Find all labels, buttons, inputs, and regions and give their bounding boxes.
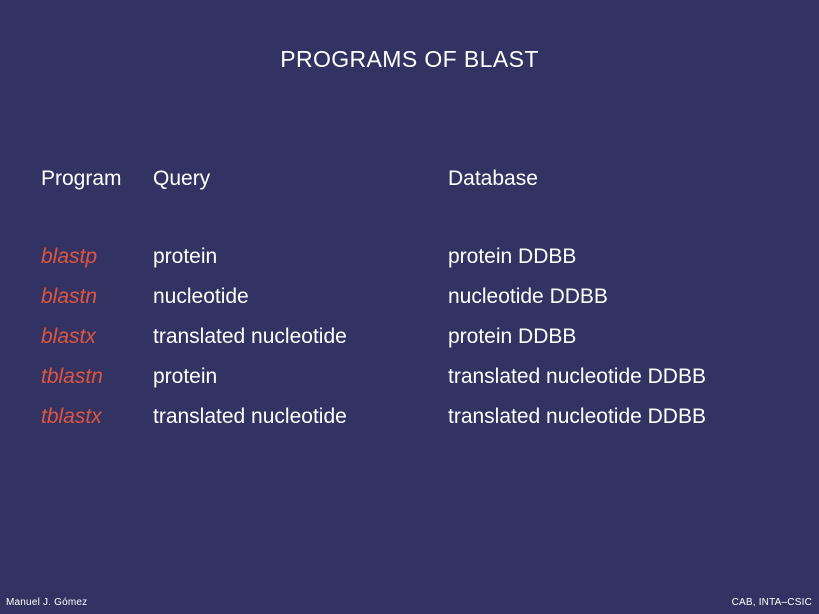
query-type: nucleotide [153, 285, 249, 308]
query-type: protein [153, 245, 218, 268]
database-type: nucleotide DDBB [448, 285, 608, 308]
query-type: translated nucleotide [153, 405, 347, 428]
database-type: translated nucleotide DDBB [448, 405, 706, 428]
table-row: tblastx translated nucleotide translated… [0, 402, 819, 442]
footer-author: Manuel J. Gómez [6, 597, 88, 608]
footer-affiliation: CAB, INTA–CSIC [731, 597, 812, 608]
program-name: tblastn [41, 365, 103, 388]
query-type: translated nucleotide [153, 325, 347, 348]
database-type: protein DDBB [448, 245, 577, 268]
table-header-row: Program Query Database [0, 164, 819, 204]
column-header-query: Query [153, 167, 211, 190]
table-row: blastn nucleotide nucleotide DDBB [0, 282, 819, 322]
page-title: PROGRAMS OF BLAST [280, 46, 539, 72]
column-header-database: Database [448, 167, 538, 190]
program-name: blastx [41, 325, 96, 348]
column-header-program: Program [41, 167, 122, 190]
database-type: protein DDBB [448, 325, 577, 348]
database-type: translated nucleotide DDBB [448, 365, 706, 388]
program-name: blastn [41, 285, 98, 308]
programs-table: Program Query Database blastp protein pr… [0, 164, 819, 442]
slide-footer: Manuel J. Gómez CAB, INTA–CSIC [0, 588, 819, 614]
table-row: tblastn protein translated nucleotide DD… [0, 362, 819, 402]
table-row: blastx translated nucleotide protein DDB… [0, 322, 819, 362]
query-type: protein [153, 365, 218, 388]
table-row: blastp protein protein DDBB [0, 242, 819, 282]
program-name: tblastx [41, 405, 102, 428]
program-name: blastp [41, 245, 98, 268]
